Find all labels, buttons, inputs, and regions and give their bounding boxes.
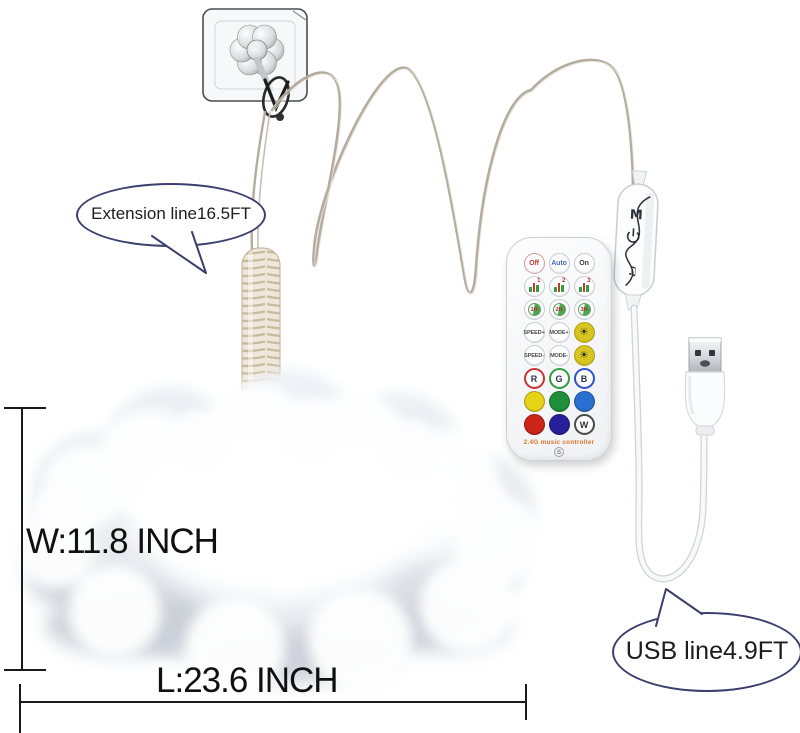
remote-button-swatch-navy <box>548 414 570 435</box>
length-dimension-label: L:23.6 INCH <box>156 661 339 700</box>
usb-contact <box>709 350 715 356</box>
remote-button-off: Off <box>523 253 545 274</box>
remote-button-timer-1h: 1H <box>523 299 545 320</box>
measurement-lines <box>4 407 527 733</box>
remote-row: W <box>523 413 595 436</box>
extension-line-callout: Extension line16.5FT <box>76 183 266 247</box>
level-bars-icon <box>529 281 539 292</box>
clock-icon <box>577 303 591 316</box>
usb-metal-shell <box>688 337 722 373</box>
remote-button-color-r: R <box>523 368 545 389</box>
level-number: 1 <box>537 278 541 284</box>
remote-row: SPEED+MODE+☀ <box>523 321 595 344</box>
wall-hook <box>202 8 308 121</box>
remote-button-mode-minus: MODE- <box>548 345 570 366</box>
remote-button-swatch-blue <box>573 391 595 412</box>
hook-ring <box>262 76 290 118</box>
usb-collar <box>695 425 715 436</box>
level-number: 3 <box>587 278 591 284</box>
coil-extension-cord <box>241 247 281 431</box>
music-button: ♫ <box>627 264 638 279</box>
clock-icon <box>527 303 541 316</box>
timer-label: 2H <box>555 307 563 313</box>
remote-button-music-level-3: 3 <box>573 276 595 297</box>
usb-cable <box>630 304 708 583</box>
remote-logo: S <box>554 447 564 457</box>
usb-line-callout: USB line4.9FT <box>612 612 800 692</box>
remote-button-music-level-2: 2 <box>548 276 570 297</box>
clock-icon <box>552 303 566 316</box>
remote-button-color-g: G <box>548 368 570 389</box>
remote-button-swatch-red <box>523 414 545 435</box>
extension-line-label: Extension line16.5FT <box>91 204 251 223</box>
remote-button-mode-plus: MODE+ <box>548 322 570 343</box>
usb-line-label: USB line4.9FT <box>625 636 789 665</box>
remote-button-speed-minus: SPEED- <box>523 345 545 366</box>
remote-button-color-w: W <box>573 414 595 435</box>
level-bars-icon <box>579 281 589 292</box>
width-dimension-label: W:11.8 INCH <box>26 522 219 561</box>
remote-row: 1 2 3 <box>523 275 595 298</box>
remote-button-brightness-minus: ☀ <box>573 345 595 366</box>
usb-plug <box>684 337 726 436</box>
led-string-wires <box>250 58 635 295</box>
remote-button-auto: Auto <box>548 253 570 274</box>
remote-button-timer-3h: 3H <box>573 299 595 320</box>
remote-row: SPEED-MODE-☀ <box>523 344 595 367</box>
cloud-lamp <box>15 370 542 698</box>
remote-button-color-b: B <box>573 368 595 389</box>
mode-button: M <box>629 208 643 224</box>
remote-row <box>523 390 595 413</box>
inline-controller: M ♫ <box>613 170 659 311</box>
remote-button-swatch-yellow <box>523 391 545 412</box>
level-bars-icon <box>554 281 564 292</box>
remote-footer-label: 2.4G music controller <box>523 439 595 446</box>
extension-wire <box>270 58 635 294</box>
level-number: 2 <box>562 278 566 284</box>
hook-metal-flower <box>229 24 285 76</box>
remote-button-timer-2h: 2H <box>548 299 570 320</box>
usb-contact <box>695 350 701 356</box>
power-button <box>626 228 640 243</box>
remote-row: 1H 2H 3H <box>523 298 595 321</box>
remote-button-speed-plus: SPEED+ <box>523 322 545 343</box>
remote-button-music-level-1: 1 <box>523 276 545 297</box>
remote-button-swatch-green <box>548 391 570 412</box>
remote-button-brightness-plus: ☀ <box>573 322 595 343</box>
remote-button-on: On <box>573 253 595 274</box>
controller-s-line <box>625 196 651 287</box>
timer-label: 1H <box>530 307 538 313</box>
timer-label: 3H <box>580 307 588 313</box>
